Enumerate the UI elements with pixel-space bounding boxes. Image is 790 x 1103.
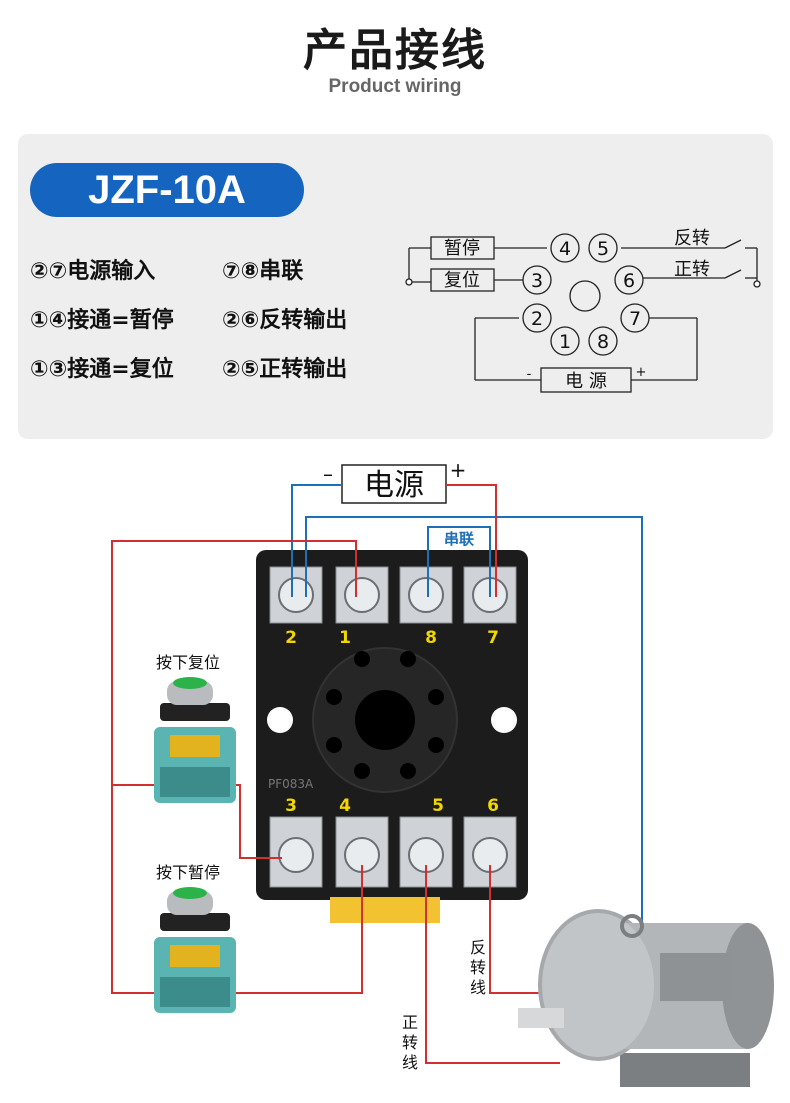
page-subtitle: Product wiring: [328, 76, 462, 97]
schem-minus: -: [527, 367, 532, 382]
schem-power-label: 电 源: [565, 371, 607, 392]
wire-minus: [291, 484, 342, 597]
model-badge: JZF-10A: [30, 163, 304, 217]
wire-series: [427, 526, 491, 597]
schem-reset-label: 复位: [444, 270, 480, 291]
terminal-label: 2: [285, 628, 297, 648]
wire-reverse: [489, 865, 560, 994]
rule-reset: ①③接通=复位: [30, 357, 174, 382]
wiring-diagram: 电源 – + PF083A 2 1 8 7: [111, 458, 774, 1087]
schem-pin: 1: [559, 331, 571, 353]
wire-terminal-1: [111, 540, 357, 994]
terminal-label: 4: [339, 796, 351, 816]
reset-button-label: 按下复位: [156, 653, 220, 672]
terminal-label: 3: [285, 796, 297, 816]
terminal-label: 8: [425, 628, 437, 648]
power-label: 电源: [364, 468, 424, 503]
rule-pause: ①④接通=暂停: [30, 308, 174, 333]
schem-plus: +: [636, 365, 647, 380]
electric-motor: [518, 909, 774, 1087]
wire-reset-out: [236, 784, 282, 859]
schem-pin: 6: [623, 270, 635, 292]
reverse-wire-label-3: 线: [470, 978, 486, 997]
forward-wire-label-3: 线: [402, 1053, 418, 1072]
schem-reverse-label: 反转: [674, 228, 710, 249]
schem-pause-label: 暂停: [444, 238, 480, 259]
wire-common: [305, 516, 643, 945]
schem-pin: 8: [597, 331, 609, 353]
reverse-wire-label-2: 转: [470, 958, 486, 977]
terminal-label: 7: [487, 628, 499, 648]
pause-button-label: 按下暂停: [156, 863, 220, 882]
schem-forward-label: 正转: [674, 259, 710, 280]
rule-reverse-output: ②⑥反转输出: [222, 308, 348, 333]
terminal-label: 6: [487, 796, 499, 816]
reverse-wire-label-1: 反: [470, 938, 486, 957]
schem-pin: 7: [629, 308, 641, 330]
wire-plus: [446, 484, 497, 597]
wire-forward: [425, 865, 560, 1064]
schem-pin: 4: [559, 238, 571, 260]
terminal-label: 1: [339, 628, 351, 648]
relay-schematic: 暂停 复位 反转 正转 电 源 - + 4 5 3 6 2 7 1 8: [405, 228, 761, 393]
pause-push-button: 按下暂停: [154, 863, 236, 1013]
schem-pin: 3: [531, 270, 543, 292]
rule-series: ⑦⑧串联: [222, 259, 304, 284]
schem-pin: 5: [597, 238, 609, 260]
forward-wire-label-2: 转: [402, 1033, 418, 1052]
page-title: 产品接线: [303, 25, 487, 76]
forward-wire-label-1: 正: [402, 1013, 418, 1032]
relay-socket: PF083A: [256, 550, 528, 923]
rule-forward-output: ②⑤正转输出: [222, 357, 348, 382]
power-plus: +: [450, 458, 467, 482]
socket-marking: PF083A: [268, 777, 314, 791]
schem-pin: 2: [531, 308, 543, 330]
reset-push-button: 按下复位: [154, 653, 236, 803]
wire-pause-out: [236, 865, 363, 994]
power-minus: –: [323, 462, 333, 486]
series-label: 串联: [444, 530, 475, 548]
terminal-label: 5: [432, 796, 444, 816]
rule-power-input: ②⑦电源输入: [30, 259, 156, 284]
